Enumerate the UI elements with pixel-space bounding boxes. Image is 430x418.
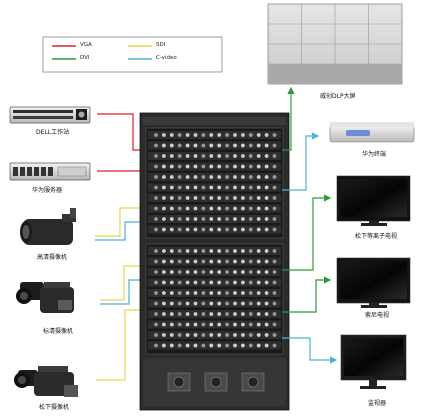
cable-panacam-sdi [96, 306, 149, 381]
io-card-row [148, 331, 281, 339]
dell-workstation-device [9, 106, 91, 124]
io-card-row [148, 268, 281, 276]
cable-hdcam-sdi [95, 204, 149, 237]
sony-tv-device [336, 257, 411, 308]
dlp-video-wall-device [267, 3, 403, 85]
io-card-row [148, 141, 281, 150]
io-card-row [148, 173, 281, 181]
cable-terminal-cvideo [282, 132, 320, 191]
input-label-hd-camera: 高清摄像机 [37, 254, 68, 261]
io-card-row [148, 162, 281, 171]
io-card-row [148, 310, 281, 318]
io-card-row [148, 278, 281, 287]
input-label-sd-camera: 标清摄像机 [43, 328, 74, 335]
output-label-dlp: 威创DLP大屏 [320, 93, 356, 100]
cable-hdcam-cvideo [95, 218, 149, 241]
output-label-sony: 索尼电视 [365, 312, 390, 319]
output-label-plasma: 松下等离子电视 [355, 233, 398, 240]
output-label-terminal: 华为终端 [362, 151, 387, 158]
io-card-row [148, 131, 281, 139]
cable-plasma-dvi [282, 194, 332, 271]
io-card-row [148, 247, 281, 255]
legend-label-cvideo: C-video [156, 55, 177, 61]
io-card-row [148, 320, 281, 329]
huawei-server-device [9, 162, 91, 181]
input-label-dell: DELL工作站 [36, 129, 70, 136]
io-card-row [148, 194, 281, 202]
hd-camera-device [20, 208, 76, 245]
plasma-tv-device [336, 175, 411, 226]
cable-dell-vga [97, 113, 149, 154]
io-card-row [148, 215, 281, 223]
io-card-row [148, 225, 281, 234]
io-card-row [148, 204, 281, 213]
panasonic-camcorder-device [14, 366, 78, 397]
cable-dlp-dvi [282, 86, 295, 151]
sd-camcorder-device [16, 282, 74, 313]
input-label-huawei-server: 华为服务器 [32, 187, 63, 194]
monitor-device [340, 334, 407, 389]
legend-label-dvi: DVI [80, 55, 90, 61]
cable-sdcam-cvideo [100, 276, 149, 305]
io-card-row [148, 299, 281, 308]
io-card-row [148, 183, 281, 192]
io-card-row [148, 152, 281, 160]
io-card-row [148, 341, 281, 350]
legend-box [42, 36, 223, 73]
output-label-monitor: 监视器 [368, 400, 387, 407]
cable-monitor-cvideo [282, 337, 338, 364]
io-card-row [148, 257, 281, 266]
matrix-switcher-chassis [139, 112, 290, 411]
legend-label-sdi: SDI [156, 42, 166, 48]
legend-label-vga: VGA [80, 42, 92, 48]
cable-sdcam-sdi [100, 262, 149, 301]
io-card-row [148, 289, 281, 297]
input-label-panasonic-camera: 松下摄像机 [39, 404, 70, 411]
huawei-terminal-device [329, 122, 415, 143]
cable-sony-dvi [282, 276, 332, 313]
